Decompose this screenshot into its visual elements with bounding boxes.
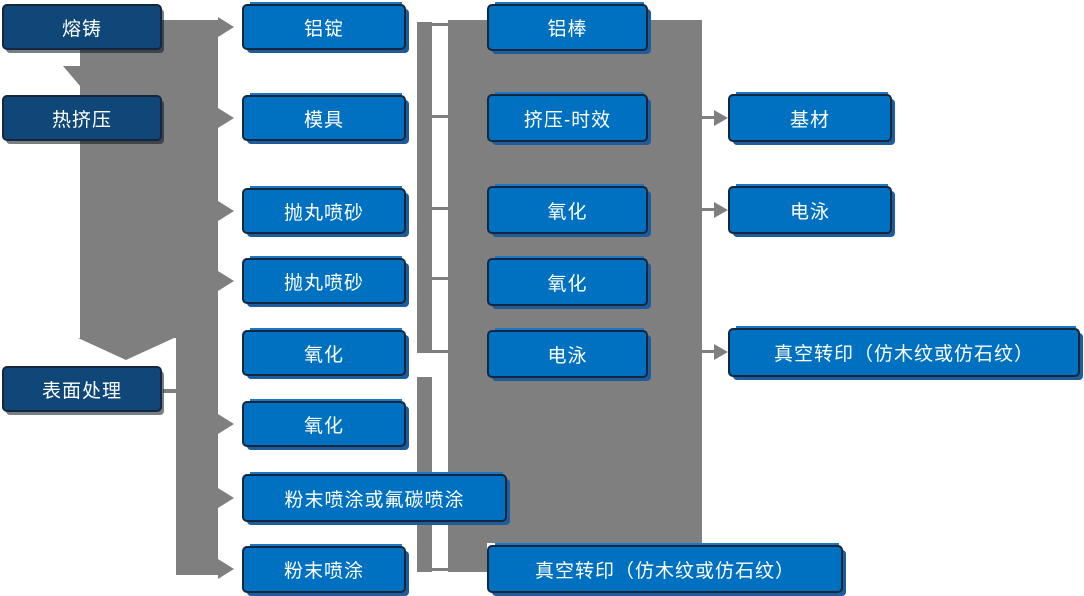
node-shot-blasting-1: 抛丸喷砂 — [242, 186, 406, 234]
node-vacuum-transfer-2: 真空转印（仿木纹或仿石纹） — [487, 543, 843, 593]
node-extrusion-aging: 挤压-时效 — [487, 92, 648, 142]
arrowhead-to-vacuum-transfer-1 — [714, 344, 728, 360]
node-vacuum-transfer-2-label: 真空转印（仿木纹或仿石纹） — [534, 560, 795, 582]
node-oxidation-2-label: 氧化 — [303, 415, 344, 437]
node-melting: 熔铸 — [2, 4, 162, 50]
stub-row-oxidation-4 — [432, 277, 448, 280]
node-shot-blasting-2-label: 抛丸喷砂 — [283, 272, 364, 294]
node-shot-blasting-2: 抛丸喷砂 — [242, 256, 406, 304]
arrowhead-to-mold — [218, 108, 234, 128]
node-electrophoresis-2: 电泳 — [728, 184, 892, 234]
node-aluminum-rod-label: 铝棒 — [547, 19, 588, 40]
node-oxidation-2: 氧化 — [242, 399, 406, 447]
line-to-electrophoresis-2 — [702, 208, 716, 211]
arrowhead-to-oxidation-2 — [218, 414, 234, 434]
arrowhead-to-aluminum-ingot — [218, 17, 234, 37]
node-vacuum-transfer-1: 真空转印（仿木纹或仿石纹） — [728, 326, 1080, 377]
node-vacuum-transfer-1-label: 真空转印（仿木纹或仿石纹） — [773, 344, 1034, 365]
arrowhead-to-shot-blasting-2 — [218, 271, 234, 291]
node-oxidation-3: 氧化 — [487, 184, 648, 234]
node-oxidation-1-label: 氧化 — [303, 344, 344, 366]
stub-row-extrusion-aging — [432, 115, 448, 118]
node-aluminum-ingot: 铝锭 — [242, 2, 406, 50]
node-extrusion-aging-label: 挤压-时效 — [523, 109, 612, 131]
node-base-material: 基材 — [728, 92, 892, 142]
arrowhead-to-shot-blasting-1 — [218, 201, 234, 221]
stub-row-electrophoresis — [432, 350, 448, 353]
arrowhead-to-electrophoresis-2 — [714, 202, 728, 218]
arrowhead-to-powder-coating — [218, 559, 234, 579]
stub-row-vacuum-transfer — [432, 568, 448, 571]
connector-big-block-foot — [448, 543, 487, 572]
arrowhead-to-powder-or-fluorocarbon — [218, 488, 234, 508]
node-surface-treatment-label: 表面处理 — [41, 380, 122, 402]
connector-mid-bar-upper — [417, 22, 432, 353]
node-oxidation-3-label: 氧化 — [547, 201, 588, 223]
node-oxidation-1: 氧化 — [242, 328, 406, 376]
node-hot-extrusion: 热挤压 — [2, 95, 162, 141]
node-surface-treatment: 表面处理 — [2, 366, 162, 412]
arrowhead-to-base-material — [714, 110, 728, 126]
node-melting-label: 熔铸 — [61, 18, 102, 40]
stub-row-aluminum-rod — [432, 23, 448, 26]
node-aluminum-rod: 铝棒 — [487, 2, 648, 51]
connector-lower-left-bar — [176, 338, 218, 575]
node-aluminum-ingot-label: 铝锭 — [303, 18, 344, 40]
node-mold: 模具 — [242, 93, 406, 141]
line-to-base-material — [702, 116, 716, 119]
node-powder-coating-label: 粉末喷涂 — [283, 561, 364, 582]
line-to-vacuum-transfer-1 — [702, 350, 716, 353]
stub-surface-treatment — [163, 389, 176, 393]
node-electrophoresis-1: 电泳 — [487, 328, 648, 378]
down-arrowhead-to-surface-treatment — [78, 338, 174, 360]
node-electrophoresis-2-label: 电泳 — [789, 201, 830, 223]
node-hot-extrusion-label: 热挤压 — [51, 109, 112, 131]
node-powder-or-fluorocarbon-label: 粉末喷涂或氟碳喷涂 — [284, 489, 465, 511]
stub-row-oxidation-3 — [432, 207, 448, 210]
down-arrowhead-to-hot-extrusion — [63, 66, 97, 86]
node-oxidation-4: 氧化 — [487, 256, 648, 306]
node-base-material-label: 基材 — [789, 109, 830, 131]
node-mold-label: 模具 — [303, 109, 344, 131]
node-oxidation-4-label: 氧化 — [547, 273, 588, 295]
node-shot-blasting-1-label: 抛丸喷砂 — [283, 202, 364, 224]
connector-left-band — [80, 20, 218, 338]
node-powder-or-fluorocarbon: 粉末喷涂或氟碳喷涂 — [242, 472, 507, 522]
node-powder-coating: 粉末喷涂 — [242, 544, 406, 593]
node-electrophoresis-1-label: 电泳 — [547, 345, 588, 367]
